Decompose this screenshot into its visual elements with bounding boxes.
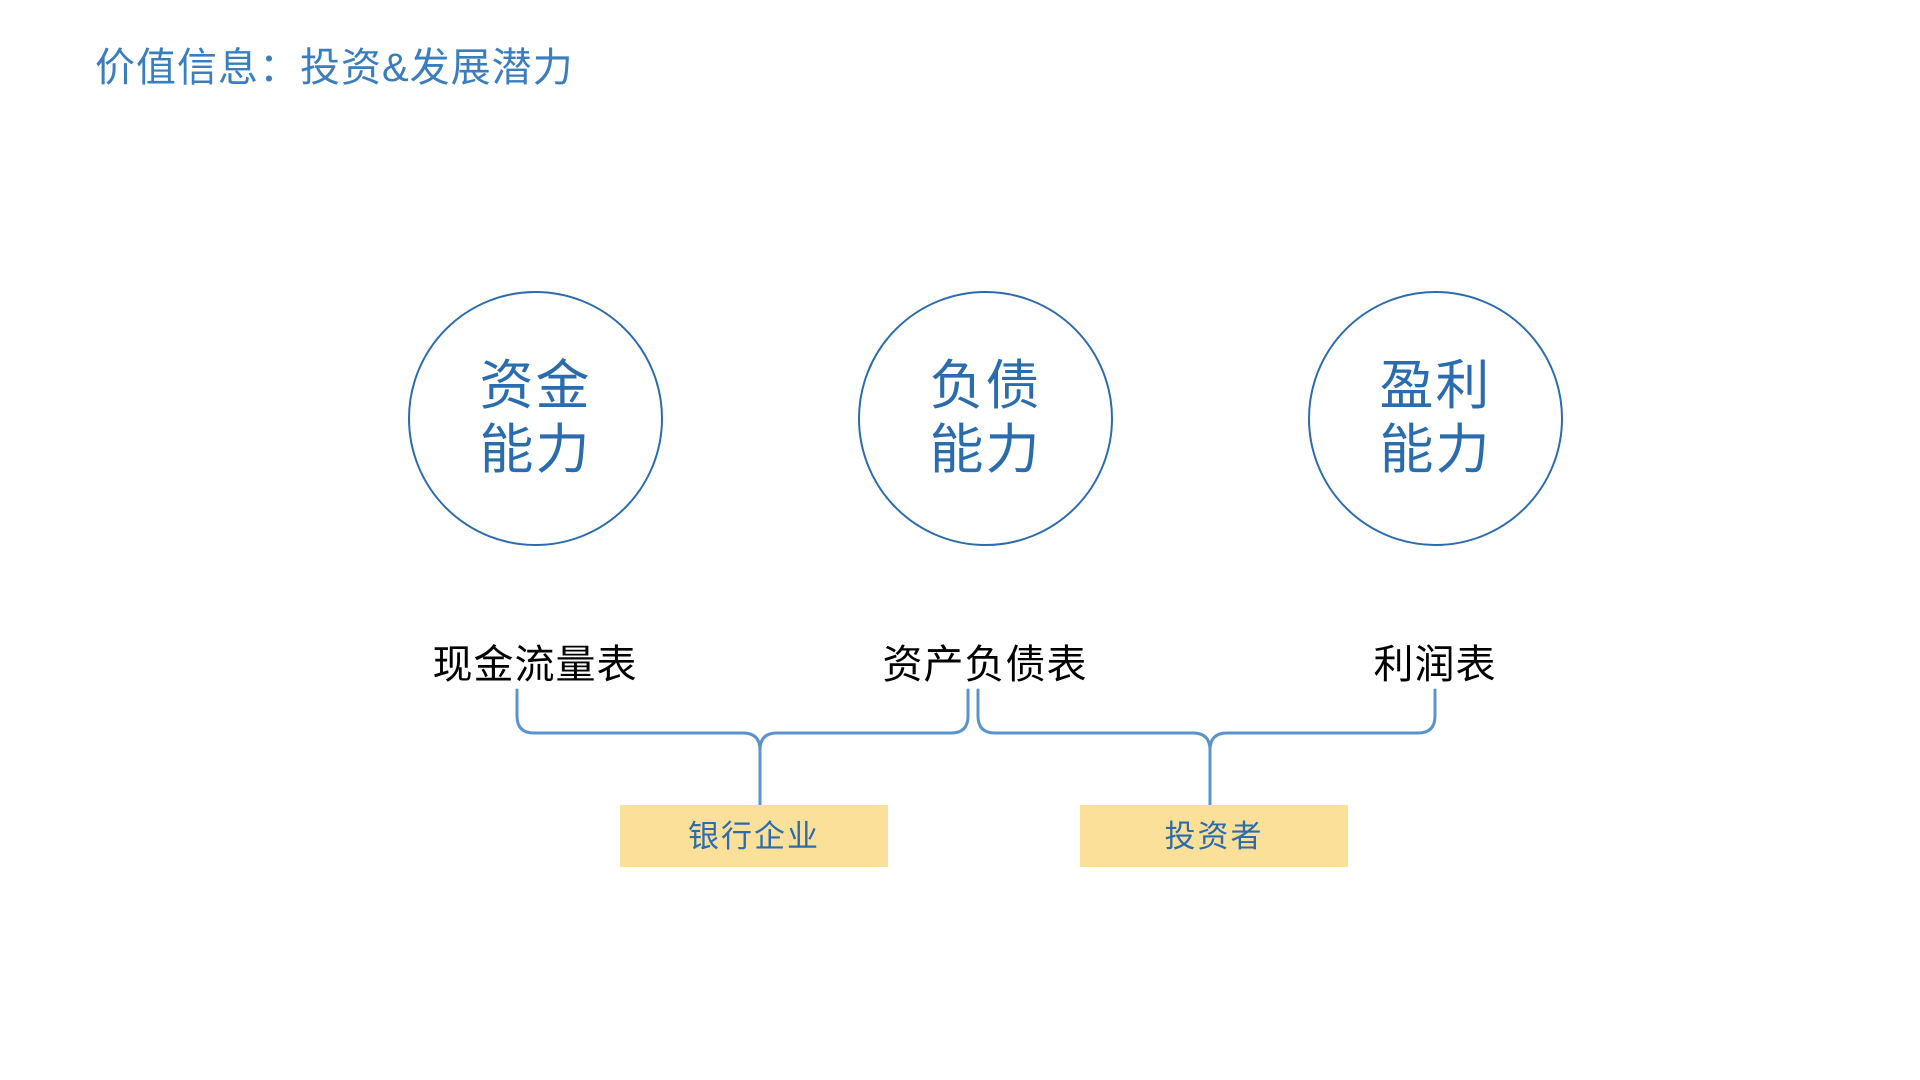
capability-circle-funding[interactable]: 资金 能力 (408, 291, 663, 546)
capability-circle-liability[interactable]: 负债 能力 (858, 291, 1113, 546)
capability-circle-label: 盈利 能力 (1379, 355, 1492, 480)
capability-circle-label: 资金 能力 (479, 355, 592, 480)
brace-left (515, 688, 970, 807)
audience-label: 投资者 (1164, 818, 1264, 854)
capability-circle-profitability[interactable]: 盈利 能力 (1308, 291, 1563, 546)
audience-label: 银行企业 (688, 818, 820, 854)
audience-box-investors[interactable]: 投资者 (1080, 805, 1348, 867)
statement-label-cash-flow: 现金流量表 (432, 643, 638, 687)
page-title: 价值信息：投资&发展潜力 (95, 46, 574, 90)
audience-box-banks-enterprises[interactable]: 银行企业 (620, 805, 888, 867)
statement-label-balance-sheet: 资产负债表 (882, 643, 1088, 687)
capability-circle-label: 负债 能力 (929, 355, 1042, 480)
brace-right (976, 688, 1437, 807)
statement-label-income: 利润表 (1373, 643, 1497, 687)
